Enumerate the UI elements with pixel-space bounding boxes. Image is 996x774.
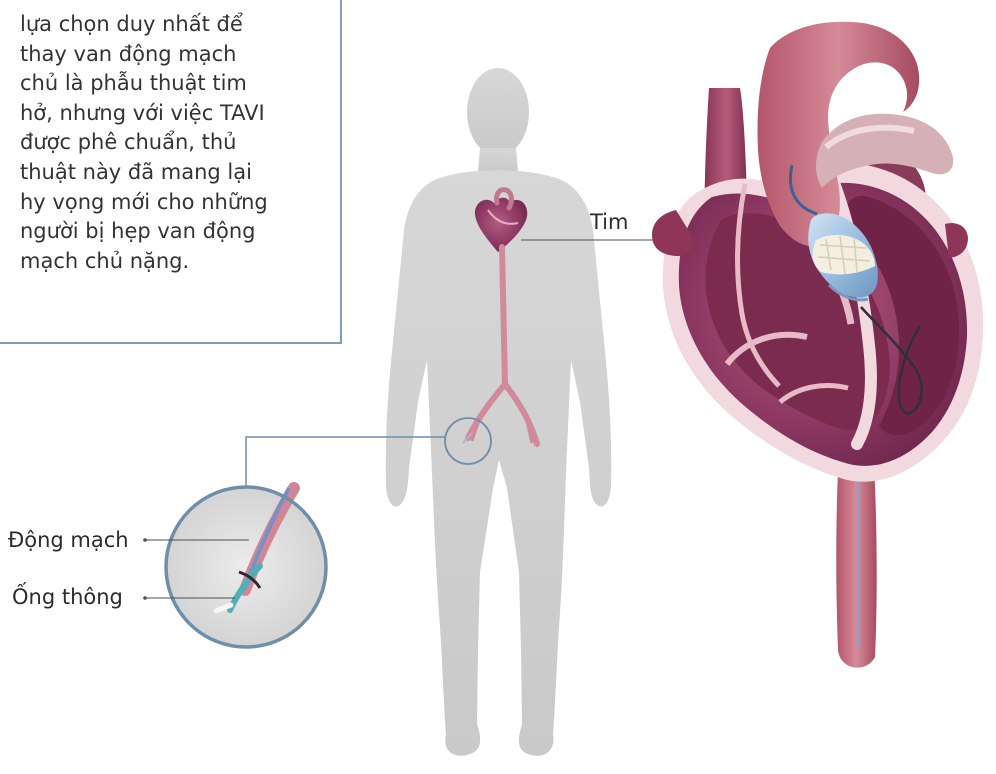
body-silhouette (386, 68, 612, 756)
zoom-circle (166, 487, 326, 647)
catheter-leader-dot (143, 596, 147, 600)
heart-label: Tim (590, 210, 628, 234)
zoom-callout-line (246, 437, 445, 488)
artery-label: Động mạch (8, 528, 129, 552)
large-heart (652, 22, 983, 668)
catheter-label: Ống thông (12, 585, 123, 609)
artery-leader-dot (143, 538, 147, 542)
